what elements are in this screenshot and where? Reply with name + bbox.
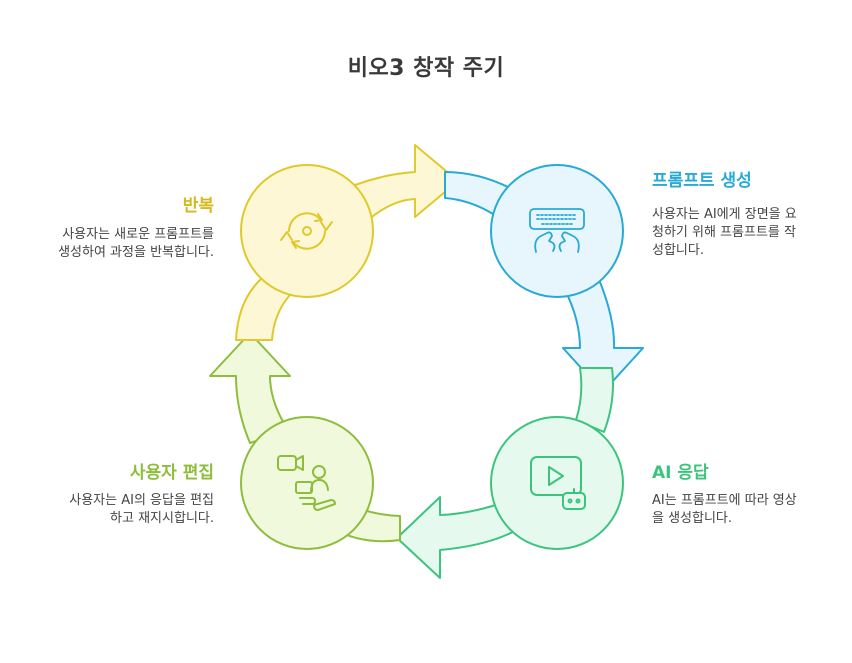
arrow-prompt-to-ai [562, 281, 644, 393]
arrow-ai-wedge [575, 367, 614, 433]
description-line: 사용자는 AI에게 장면을 요 [652, 207, 797, 222]
stage-title-prompt: 프롬프트 생성 [652, 171, 752, 191]
stage-circle-prompt [490, 164, 624, 298]
video-user-editing-icon [277, 455, 336, 511]
video-robot-icon [530, 456, 586, 510]
stage-description-user-edit: 사용자는 AI의 응답을 편집 하고 재지시합니다. [14, 492, 214, 528]
keyboard-typing-hands-icon [529, 208, 585, 253]
description-line: 사용자는 새로운 프롬프트를 [62, 227, 214, 242]
description-line: AI는 프롬프트에 따라 영상 [652, 493, 797, 508]
description-line: 성합니다. [652, 243, 704, 258]
stage-circle-repeat [240, 164, 374, 298]
stage-title-ai-response: AI 응답 [652, 463, 709, 483]
arrow-edit-to-repeat [209, 332, 291, 444]
stage-description-repeat: 사용자는 새로운 프롬프트를 생성하여 과정을 반복합니다. [14, 226, 214, 262]
arrow-repeat-to-prompt [354, 144, 459, 221]
stage-circle-ai-response [490, 416, 624, 550]
stage-description-prompt: 사용자는 AI에게 장면을 요 청하기 위해 프롬프트를 작 성합니다. [652, 206, 837, 260]
repeat-cycle-icon [280, 212, 333, 250]
diagram-title: 비오3 창작 주기 [347, 56, 505, 81]
description-line: 청하기 위해 프롬프트를 작 [652, 225, 796, 240]
stage-title-repeat: 반복 [182, 196, 214, 216]
description-line: 하고 재지시합니다. [110, 511, 214, 526]
description-line: 사용자는 AI의 응답을 편집 [69, 493, 214, 508]
description-line: 을 생성합니다. [652, 511, 733, 526]
stage-title-user-edit: 사용자 편집 [129, 463, 214, 483]
stage-description-ai-response: AI는 프롬프트에 따라 영상 을 생성합니다. [652, 492, 837, 528]
description-line: 생성하여 과정을 반복합니다. [58, 245, 214, 260]
